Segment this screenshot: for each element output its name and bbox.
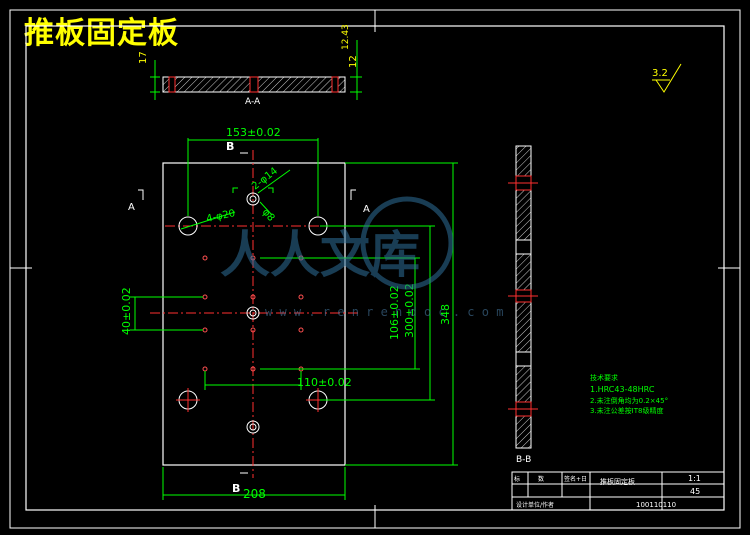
- main-plate-view: A A B B: [128, 140, 370, 495]
- title-block: [511, 471, 725, 511]
- dim-110: 110±0.02: [297, 376, 352, 389]
- aa-dim-right2: 12.43: [341, 24, 351, 50]
- notes-heading: 技术要求: [590, 373, 618, 382]
- tb-c1: 标: [514, 475, 520, 483]
- dim-top: 153±0.02: [226, 126, 281, 139]
- notes-line1: 1.HRC43-48HRC: [590, 385, 655, 394]
- watermark: 人人文库 w w w . r e n r e n d o c . c o m: [220, 196, 503, 319]
- section-aa-view: 17 12 12.43 A-A: [138, 24, 362, 107]
- aa-dim-left: 17: [138, 51, 149, 64]
- tb-c5: 1:1: [688, 474, 701, 483]
- dim-40: 40±0.02: [120, 287, 133, 335]
- notes-line2: 2.未注倒角均为0.2×45°: [590, 396, 668, 405]
- tb-c2: 数: [538, 475, 544, 483]
- watermark-text: 人人文库: [220, 226, 420, 284]
- dim-phi8: φ8: [260, 207, 277, 224]
- surface-finish-symbol: 3.2: [652, 63, 682, 93]
- dim-348: 348: [439, 304, 452, 325]
- notes-line3: 3.未注公差按IT8级精度: [590, 406, 663, 415]
- tb-c6: 45: [690, 487, 700, 496]
- watermark-url: w w w . r e n r e n d o c . c o m: [265, 305, 503, 319]
- marker-a-left: A: [128, 202, 135, 213]
- section-bb-view: B-B: [508, 145, 538, 465]
- dim-106: 106±0.02: [388, 285, 401, 340]
- drawing-title: 推板固定板: [24, 16, 179, 51]
- dim-208: 208: [243, 487, 266, 501]
- surface-finish-value: 3.2: [652, 68, 668, 79]
- dimension-lines: [130, 138, 458, 500]
- section-bb-label: B-B: [516, 455, 531, 465]
- dim-300: 300±0.02: [403, 283, 416, 338]
- tb-c8: 100110110: [636, 501, 676, 509]
- marker-b-top: B: [226, 140, 234, 153]
- tb-c3: 签名+日: [564, 475, 587, 483]
- aa-dim-right: 12: [348, 55, 359, 68]
- dim-4-phi20: 4-φ20: [205, 208, 236, 225]
- marker-a-right: A: [363, 204, 370, 215]
- tb-c7: 设计单位/作者: [516, 501, 554, 509]
- technical-notes: 技术要求 1.HRC43-48HRC 2.未注倒角均为0.2×45° 3.未注公…: [590, 373, 668, 415]
- section-aa-label: A-A: [245, 97, 261, 107]
- marker-b-bottom: B: [232, 482, 240, 495]
- tb-c4: 推板固定板: [600, 477, 635, 486]
